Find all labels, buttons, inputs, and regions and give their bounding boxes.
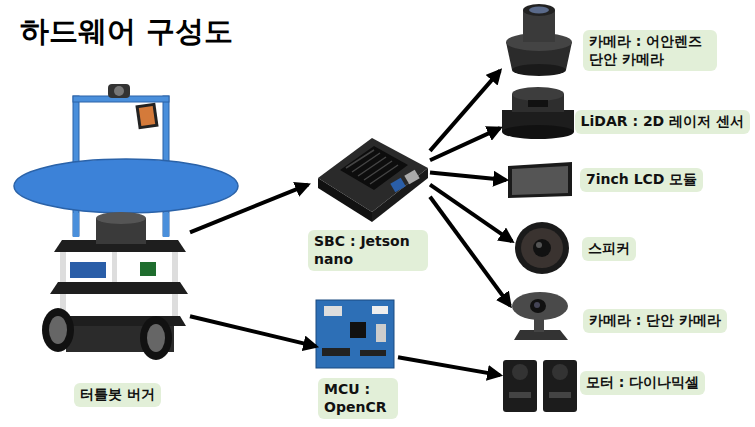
opencr-figure	[316, 300, 394, 368]
arrow-connector	[190, 316, 316, 346]
diagram-title: 하드웨어 구성도	[20, 12, 233, 52]
component-node: SBC : Jetson nano	[308, 136, 430, 271]
arrow-connector	[430, 71, 500, 151]
component-label: 모터 : 다이나믹셀	[580, 371, 705, 395]
component-node: 카메라 : 어안렌즈 단안 카메라	[500, 4, 717, 78]
component-label: 카메라 : 어안렌즈 단안 카메라	[583, 30, 717, 71]
component-label: 터틀봇 버거	[74, 383, 161, 407]
component-label: 스피커	[582, 237, 636, 261]
component-node: 7inch LCD 모듈	[506, 160, 703, 200]
speaker-figure	[515, 222, 569, 274]
arrow-connector	[398, 357, 500, 375]
component-node: 스피커	[512, 220, 636, 276]
dynamixel-figure	[503, 360, 577, 412]
jetson-figure	[318, 138, 428, 222]
component-node: LiDAR : 2D 레이저 센서	[500, 86, 750, 140]
arrow-connector	[430, 197, 510, 306]
component-label: MCU : OpenCR	[318, 378, 398, 419]
lcd-figure	[508, 162, 572, 198]
component-node: 터틀봇 버거	[15, 84, 190, 407]
arrow-connector	[430, 128, 500, 160]
arrow-connector	[430, 172, 506, 180]
component-node: 카메라 : 단안 카메라	[510, 290, 727, 342]
component-label: 7inch LCD 모듈	[580, 168, 703, 192]
component-label: 카메라 : 단안 카메라	[583, 309, 727, 333]
component-label: SBC : Jetson nano	[308, 230, 428, 271]
webcam-figure	[512, 292, 568, 340]
component-node: MCU : OpenCR	[316, 298, 398, 419]
component-node: 모터 : 다이나믹셀	[500, 356, 705, 414]
fisheye-camera-figure	[506, 4, 572, 76]
lidar-figure	[502, 87, 574, 139]
arrow-connector	[190, 185, 308, 233]
component-label: LiDAR : 2D 레이저 센서	[575, 110, 750, 134]
